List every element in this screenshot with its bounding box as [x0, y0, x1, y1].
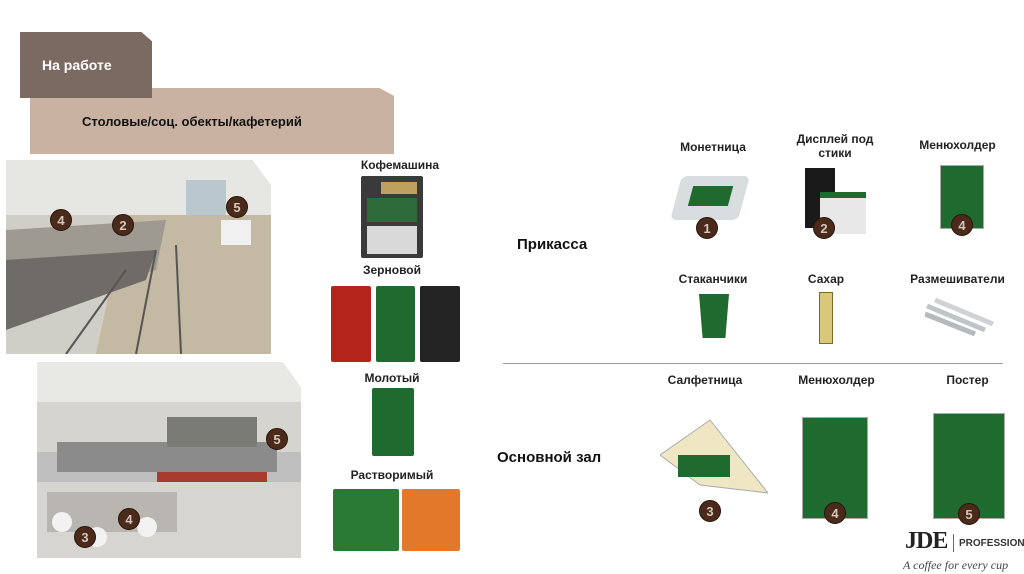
instant-box-orange — [402, 489, 460, 551]
label-stick-display: Дисплей под стики — [796, 132, 874, 160]
beans-pack-black — [420, 286, 460, 362]
jde-slogan: A coffee for every cup — [903, 558, 1009, 572]
marker-4: 4 — [118, 508, 140, 530]
marker-3: 3 — [699, 500, 721, 522]
label-poster: Постер — [946, 373, 989, 387]
coin-tray-image — [670, 176, 750, 220]
label-beans: Зерновой — [362, 263, 422, 277]
label-ground: Молотый — [364, 371, 420, 385]
stirrers-image — [924, 296, 995, 337]
canteen-photo-1-art — [6, 160, 271, 354]
coffee-machine-image — [361, 176, 423, 258]
marker-4: 4 — [50, 209, 72, 231]
marker-2: 2 — [813, 217, 835, 239]
beans-pack-green — [376, 286, 415, 362]
cup-image — [699, 294, 729, 338]
section-checkout: Прикасса — [517, 236, 588, 253]
napkin-holder-art — [659, 419, 770, 494]
marker-4: 4 — [824, 502, 846, 524]
label-coffee-machine: Кофемашина — [360, 158, 440, 172]
poster-image — [933, 413, 1005, 519]
canteen-photo-2 — [37, 362, 301, 558]
label-sugar: Сахар — [807, 272, 845, 286]
ground-coffee-pack — [372, 388, 414, 456]
marker-3: 3 — [74, 526, 96, 548]
marker-1: 1 — [696, 217, 718, 239]
napkin-holder-image — [659, 415, 770, 495]
label-napkin-holder: Салфетница — [667, 373, 743, 387]
label-stirrers: Размешиватели — [910, 272, 1005, 286]
canteen-photo-2-art — [37, 362, 301, 558]
jde-logo-mark: JDE — [905, 528, 948, 554]
instant-pack-green — [333, 489, 399, 551]
stirrers-art — [924, 297, 994, 337]
label-cups: Стаканчики — [678, 272, 748, 286]
label-menuholder-checkout: Менюхолдер — [919, 138, 996, 152]
marker-5: 5 — [226, 196, 248, 218]
label-menuholder-hall: Менюхолдер — [798, 373, 875, 387]
label-coin-tray: Монетница — [680, 140, 746, 154]
jde-logo-divider — [953, 534, 954, 552]
beans-pack-red — [331, 286, 371, 362]
section-main-hall: Основной зал — [497, 449, 602, 466]
subtitle-text: Столовые/соц. обекты/кафетерий — [82, 113, 302, 129]
jde-logo: JDE PROFESSIONAL A coffee for every cup — [903, 528, 1024, 572]
label-instant: Растворимый — [350, 468, 434, 482]
sugar-stick-image — [819, 292, 833, 344]
section-divider — [503, 363, 1003, 364]
canteen-photo-1 — [6, 160, 271, 354]
marker-5: 5 — [958, 503, 980, 525]
marker-2: 2 — [112, 214, 134, 236]
marker-4: 4 — [951, 214, 973, 236]
jde-professional: PROFESSIONAL — [959, 538, 1024, 549]
subtitle-banner: Столовые/соц. обекты/кафетерий — [30, 88, 394, 154]
marker-5: 5 — [266, 428, 288, 450]
title-banner: На работе — [20, 32, 152, 98]
title-text: На работе — [42, 57, 112, 73]
